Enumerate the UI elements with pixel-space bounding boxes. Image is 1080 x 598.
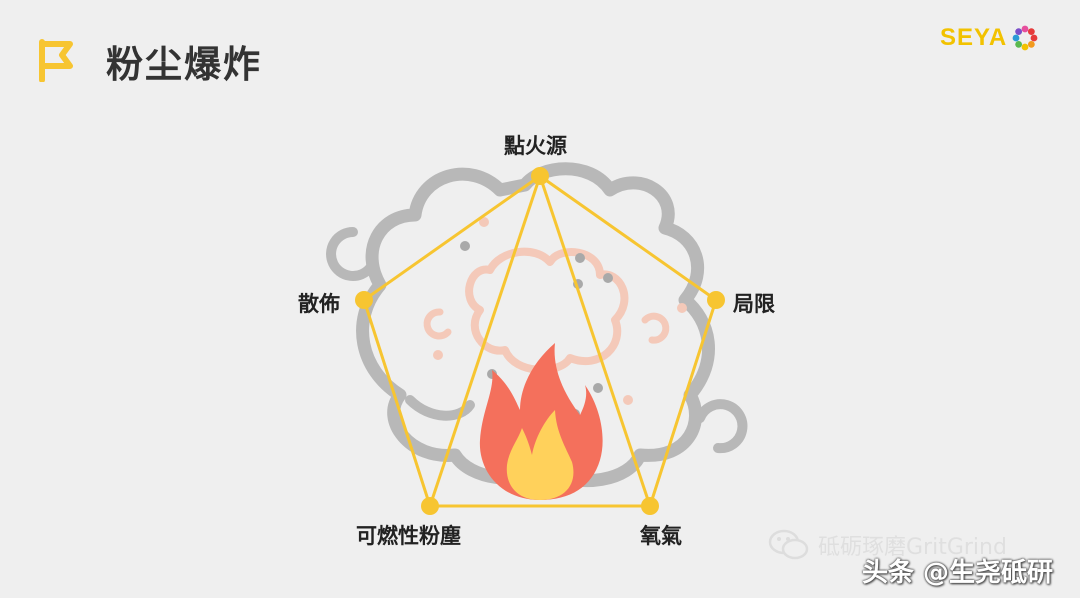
brand-petal bbox=[1028, 28, 1035, 36]
brand-name: SEYA bbox=[940, 24, 1008, 51]
dust-swirl-inner bbox=[405, 395, 475, 421]
brand-flower-icon bbox=[1012, 25, 1038, 51]
node-oxygen bbox=[641, 497, 659, 515]
source-tag: 头条 @生尧砥研 bbox=[862, 558, 1054, 588]
label-confinement: 局限 bbox=[733, 292, 775, 316]
inner-swirl-right bbox=[641, 312, 670, 344]
brand-petal bbox=[1021, 43, 1029, 51]
label-ignition-source: 點火源 bbox=[504, 134, 567, 158]
brand-logo: SEYA bbox=[940, 24, 1039, 52]
node-ignition-source bbox=[531, 167, 549, 185]
node-combustible-dust bbox=[421, 497, 439, 515]
dust-swirl-right bbox=[695, 399, 748, 454]
node-confinement bbox=[707, 291, 725, 309]
brand-petal bbox=[1030, 34, 1038, 42]
connection-lines bbox=[362, 174, 718, 508]
brand-petal bbox=[1028, 40, 1035, 48]
watermark-text: 砥砺琢磨GritGrind bbox=[818, 535, 1007, 560]
page-title: 粉尘爆炸 bbox=[106, 43, 262, 86]
brand-petal bbox=[1015, 40, 1023, 48]
brand-petal bbox=[1012, 34, 1020, 42]
wechat-icon bbox=[768, 529, 809, 560]
label-dispersion: 散佈 bbox=[298, 292, 340, 316]
flag-icon bbox=[39, 39, 73, 82]
dust-cloud bbox=[356, 162, 715, 488]
brand-petal bbox=[1021, 25, 1029, 33]
inner-swirl-left bbox=[423, 308, 452, 340]
node-dots bbox=[355, 167, 725, 515]
label-combustible-dust: 可燃性粉塵 bbox=[356, 524, 461, 548]
dust-swirl-left bbox=[326, 227, 375, 281]
watermark: 砥砺琢磨GritGrind bbox=[768, 528, 1007, 562]
label-oxygen: 氧氣 bbox=[640, 524, 682, 548]
node-dispersion bbox=[355, 291, 373, 309]
inner-cloud bbox=[465, 247, 629, 374]
brand-petal bbox=[1015, 28, 1023, 36]
flame-inner bbox=[506, 410, 574, 500]
